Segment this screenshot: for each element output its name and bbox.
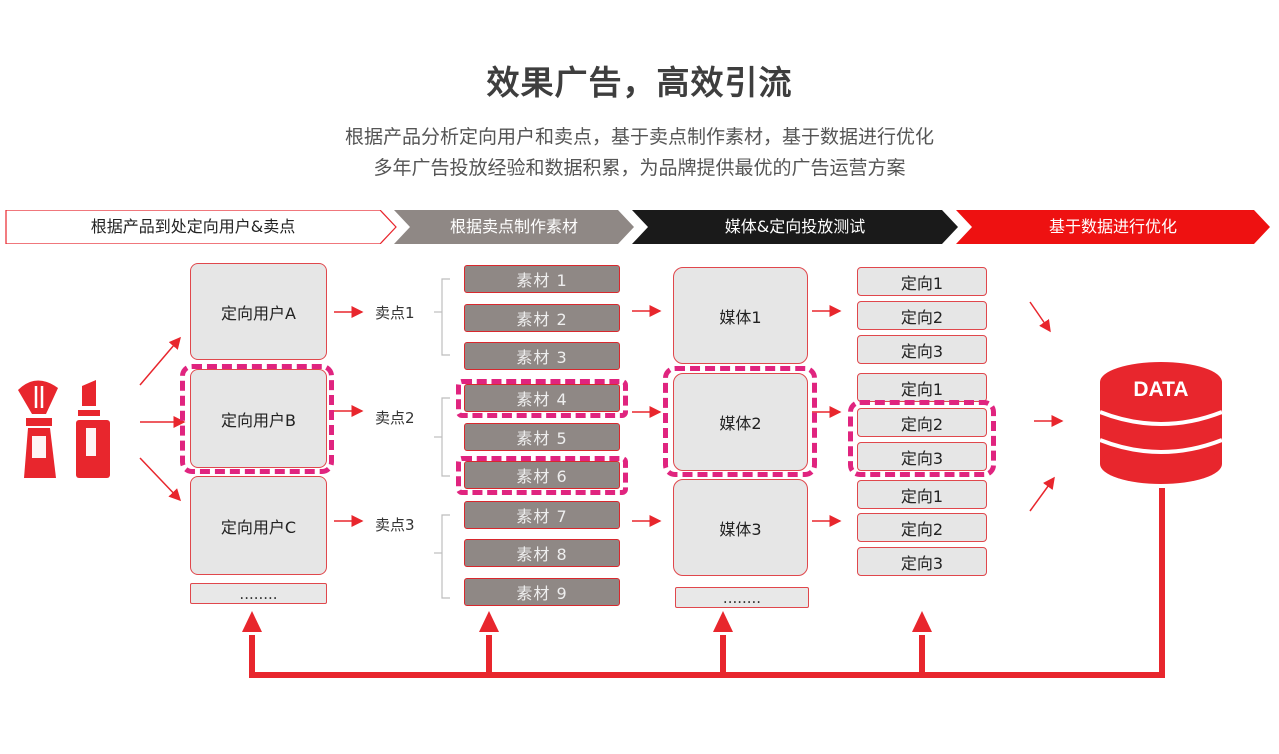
database-icon: DATA bbox=[1099, 362, 1223, 484]
target-2b: 定向2 bbox=[857, 408, 987, 437]
material-5: 素材 5 bbox=[464, 423, 620, 451]
target-3a: 定向3 bbox=[857, 335, 987, 364]
subtitle-line-2: 多年广告投放经验和数据积累，为品牌提供最优的广告运营方案 bbox=[373, 157, 906, 179]
target-1a: 定向1 bbox=[857, 267, 987, 296]
target-3b: 定向3 bbox=[857, 442, 987, 471]
cosmetics-icon bbox=[18, 380, 110, 478]
media-3: 媒体3 bbox=[673, 479, 808, 576]
target-user-b: 定向用户B bbox=[190, 369, 327, 468]
material-3: 素材 3 bbox=[464, 342, 620, 370]
material-1: 素材 1 bbox=[464, 265, 620, 293]
more-media: ........ bbox=[675, 587, 809, 608]
highlight-media-2 bbox=[663, 366, 817, 477]
material-7: 素材 7 bbox=[464, 501, 620, 529]
highlight-material-4 bbox=[456, 379, 628, 418]
target-1c: 定向1 bbox=[857, 480, 987, 509]
step-4-label: 基于数据进行优化 bbox=[1048, 217, 1177, 236]
highlight-material-6 bbox=[456, 456, 628, 495]
step-1-label: 根据产品到处定向用户&卖点 bbox=[90, 217, 296, 236]
target-2c: 定向2 bbox=[857, 513, 987, 542]
highlight-user-b bbox=[180, 364, 334, 474]
highlight-targets-2-3 bbox=[848, 400, 996, 477]
target-1b: 定向1 bbox=[857, 373, 987, 402]
media-2: 媒体2 bbox=[673, 373, 808, 471]
step-3-label: 媒体&定向投放测试 bbox=[724, 217, 866, 236]
material-4: 素材 4 bbox=[464, 384, 620, 412]
media-1: 媒体1 bbox=[673, 267, 808, 364]
subtitle-line-1: 根据产品分析定向用户和卖点，基于卖点制作素材，基于数据进行优化 bbox=[344, 126, 934, 148]
target-3c: 定向3 bbox=[857, 547, 987, 576]
process-steps: 根据产品到处定向用户&卖点 根据卖点制作素材 媒体&定向投放测试 基于数据进行优… bbox=[0, 210, 1279, 244]
target-2a: 定向2 bbox=[857, 301, 987, 330]
target-user-c: 定向用户C bbox=[190, 476, 327, 575]
steps-shapes bbox=[5, 210, 1270, 244]
selling-point-1: 卖点1 bbox=[375, 304, 415, 322]
step-2-label: 根据卖点制作素材 bbox=[449, 217, 578, 236]
material-8: 素材 8 bbox=[464, 539, 620, 567]
selling-point-3: 卖点3 bbox=[375, 516, 415, 534]
material-6: 素材 6 bbox=[464, 461, 620, 489]
page-title: 效果广告，高效引流 bbox=[486, 63, 793, 102]
material-2: 素材 2 bbox=[464, 304, 620, 332]
selling-point-2: 卖点2 bbox=[375, 409, 415, 427]
material-9: 素材 9 bbox=[464, 578, 620, 606]
database-label: DATA bbox=[1133, 378, 1188, 401]
more-users: ........ bbox=[190, 583, 327, 604]
target-user-a: 定向用户A bbox=[190, 263, 327, 360]
